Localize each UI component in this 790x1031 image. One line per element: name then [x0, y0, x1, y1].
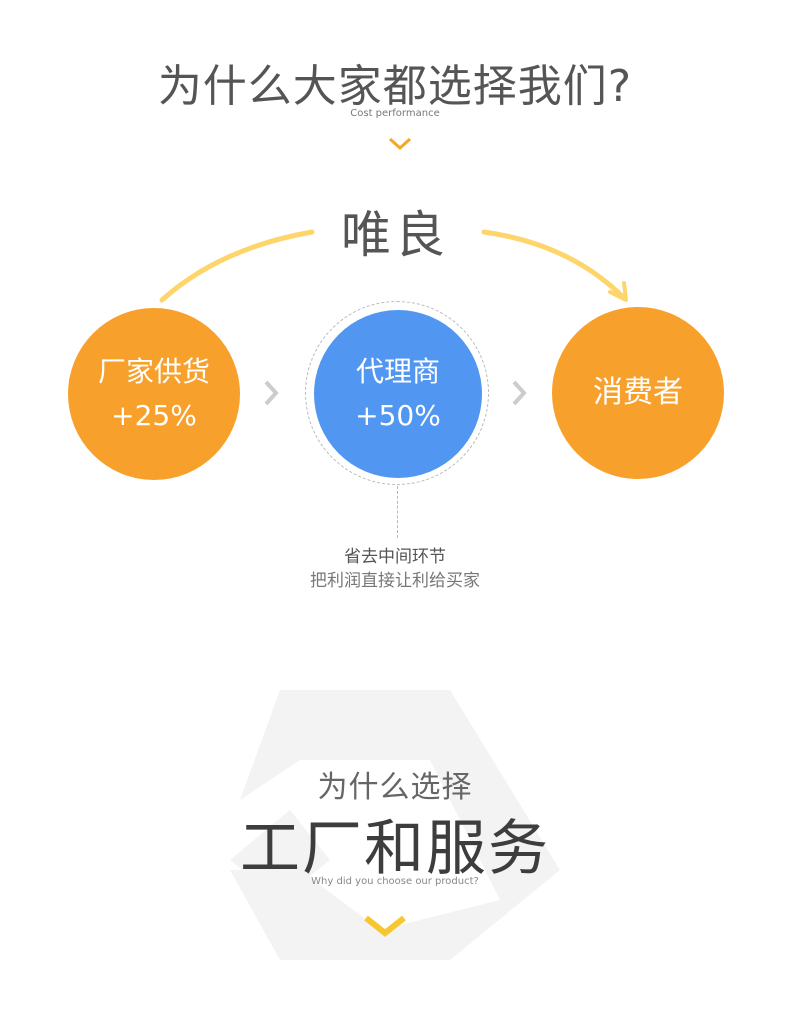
background-shape-icon	[230, 690, 560, 960]
arrow-head-icon	[608, 281, 628, 302]
agent-value: +50%	[355, 399, 441, 432]
note-line-2: 把利润直接让利给买家	[310, 571, 480, 591]
brand-name: 唯良	[341, 206, 449, 264]
consumer-circle: 消费者	[552, 307, 724, 479]
section2-small-title: 为什么选择	[317, 770, 473, 805]
section2-big-title: 工厂和服务	[240, 814, 550, 884]
agent-circle: 代理商 +50%	[314, 310, 482, 478]
consumer-label: 消费者	[593, 375, 683, 410]
factory-circle: 厂家供货 +25%	[68, 308, 240, 480]
chevron-down-icon	[388, 137, 412, 151]
note-line-1: 省去中间环节	[344, 547, 446, 567]
arc-right	[481, 229, 627, 301]
section2-subtitle: Why did you choose our product?	[311, 876, 479, 887]
factory-value: +25%	[111, 399, 197, 432]
chevron-down-icon	[364, 915, 406, 937]
page-subtitle: Cost performance	[350, 108, 440, 119]
agent-label: 代理商	[355, 355, 440, 388]
chevron-right-icon	[512, 380, 527, 406]
factory-label: 厂家供货	[97, 355, 210, 388]
chevron-right-icon	[264, 380, 279, 406]
dashed-connector	[397, 486, 398, 538]
arc-left	[159, 229, 315, 303]
agent-dashed-ring	[305, 301, 489, 485]
page-title: 为什么大家都选择我们?	[157, 61, 633, 112]
